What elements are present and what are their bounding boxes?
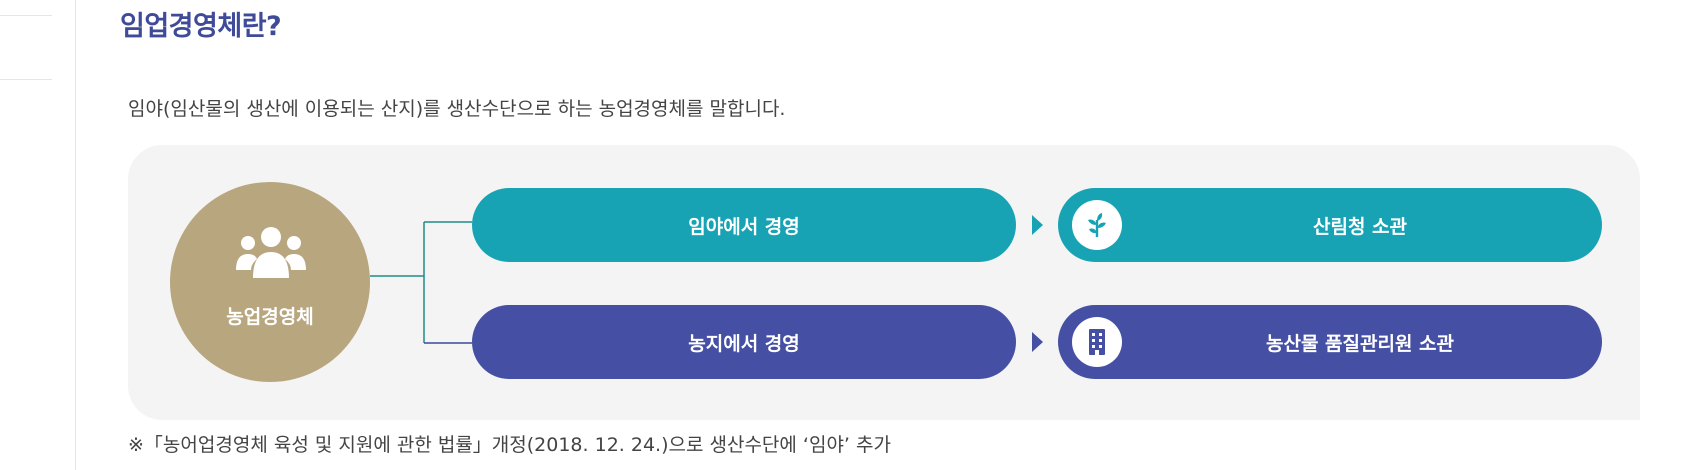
quality-service-pill: 농산물 품질관리원 소관: [1058, 305, 1602, 379]
farmland-management-label: 농지에서 경영: [688, 332, 800, 355]
quality-service-label: 농산물 품질관리원 소관: [1265, 332, 1455, 355]
entity-label: 농업경영체: [226, 306, 314, 328]
forest-service-pill: 산림청 소관: [1058, 188, 1602, 262]
sidebar-rule-bottom: [0, 79, 52, 80]
arrow-right-icon: [1032, 215, 1043, 235]
forest-service-label: 산림청 소관: [1312, 215, 1407, 238]
entity-circle: 농업경영체: [170, 182, 370, 382]
leaf-sprout-icon: [1072, 200, 1122, 250]
page-description: 임야(임산물의 생산에 이용되는 산지)를 생산수단으로 하는 농업경영체를 말…: [128, 98, 786, 120]
farmland-management-pill: 농지에서 경영: [472, 305, 1016, 379]
footnote: ※「농어업경영체 육성 및 지원에 관한 법률」개정(2018. 12. 24.…: [128, 434, 891, 456]
building-icon: [1072, 317, 1122, 367]
sidebar-divider: [75, 0, 76, 470]
people-group-icon: [236, 227, 306, 278]
forest-management-label: 임야에서 경영: [688, 215, 800, 238]
arrow-right-icon: [1032, 332, 1043, 352]
sidebar-rule-top: [0, 15, 52, 16]
forest-management-pill: 임야에서 경영: [472, 188, 1016, 262]
page-title: 임업경영체란?: [120, 11, 282, 42]
